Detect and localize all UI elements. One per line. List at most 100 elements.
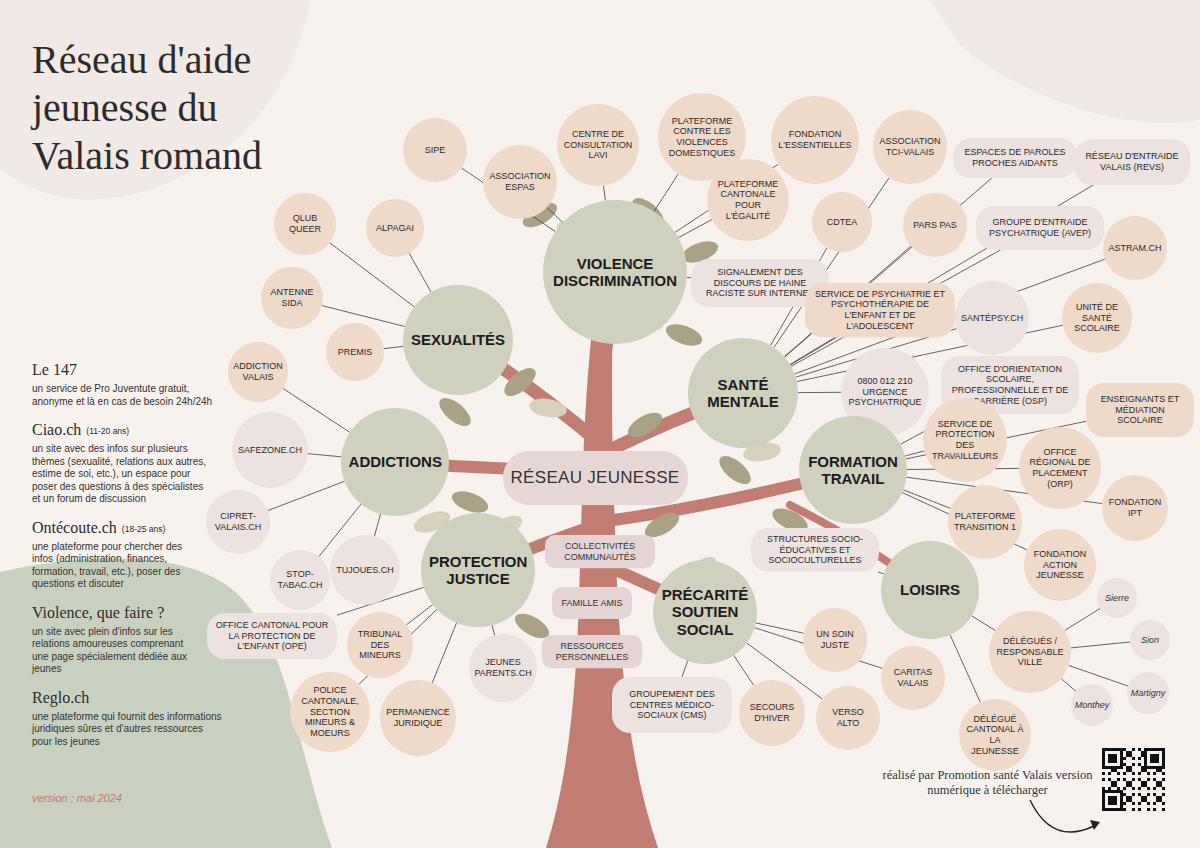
- qr-cell: [1102, 760, 1105, 763]
- network-box: RÉSEAU JEUNESSE: [503, 451, 688, 505]
- node-text: TRIBUNAL DES MINEURS: [352, 629, 407, 661]
- qr-cell: [1108, 790, 1111, 793]
- service-circle: PLATEFORME TRANSITION 1: [948, 485, 1022, 559]
- circle-shape: [403, 118, 467, 182]
- service-pill: ENSEIGNANTS ET MÉDIATION SCOLAIRE: [1086, 383, 1194, 437]
- qr-cell: [1156, 748, 1159, 751]
- qr-cell: [1132, 763, 1135, 766]
- hub-circle: PRÉCARITÉ SOUTIEN SOCIAL: [653, 560, 757, 664]
- qr-cell: [1129, 769, 1132, 772]
- service-circle: PERMANENCE JURIDIQUE: [380, 680, 456, 756]
- qr-cell: [1144, 760, 1147, 763]
- label-text: Violence, que faire ?: [32, 603, 164, 623]
- connector-line: [678, 220, 712, 238]
- qr-cell: [1147, 787, 1150, 790]
- qr-cell: [1111, 757, 1114, 760]
- qr-cell: [1156, 754, 1159, 757]
- node-text: JEUNES PARENTS.CH: [474, 657, 531, 678]
- service-pill: OFFICE CANTONAL POUR LA PROTECTION DE L'…: [207, 613, 337, 659]
- town-circle: Sion: [1130, 620, 1170, 660]
- qr-cell: [1105, 748, 1108, 751]
- qr-cell: [1117, 748, 1120, 751]
- service-circle: FONDATION IPT: [1102, 475, 1168, 541]
- node-text: FORMATION TRAVAIL: [807, 453, 900, 488]
- circle-shape: [881, 646, 945, 710]
- label-text: un site avec des infos sur plusieurs thè…: [32, 443, 208, 506]
- qr-cell: [1111, 760, 1114, 763]
- qr-cell: [1123, 793, 1126, 796]
- qr-cell: [1111, 808, 1114, 811]
- circle-shape: [326, 323, 384, 381]
- pill-shape: [805, 283, 955, 337]
- qr-cell: [1126, 754, 1129, 757]
- qr-cell: [1129, 799, 1132, 802]
- qr-cell: [1138, 748, 1141, 751]
- qr-cell: [1102, 790, 1105, 793]
- service-circle: PLATEFORME CANTONALE POUR L'ÉGALITÉ: [707, 159, 789, 241]
- circle-shape: [341, 408, 449, 516]
- service-circle: TRIBUNAL DES MINEURS: [347, 612, 413, 678]
- node-text: UNITÉ DE SANTÉ SCOLAIRE: [1068, 302, 1127, 334]
- qr-cell: [1138, 772, 1141, 775]
- circle-shape: [1024, 529, 1096, 601]
- qr-cell: [1153, 748, 1156, 751]
- qr-cell: [1123, 802, 1126, 805]
- node-text: PRÉCARITÉ SOUTIEN SOCIAL: [660, 586, 749, 638]
- qr-cell: [1129, 754, 1132, 757]
- qr-cell: [1126, 796, 1129, 799]
- qr-cell: [1162, 751, 1165, 754]
- connector-line: [432, 623, 456, 683]
- node-text: PREMIS: [331, 347, 380, 358]
- qr-cell: [1132, 757, 1135, 760]
- node-text: DÉLÉGUÉ CANTONAL À LA JEUNESSE: [965, 714, 1025, 756]
- service-circle: SECOURS D'HIVER: [739, 680, 805, 746]
- circle-shape: [1130, 620, 1170, 660]
- qr-cell: [1120, 760, 1123, 763]
- label-text: un service de Pro Juventute gratuit, ano…: [32, 383, 227, 408]
- circle-shape: [816, 686, 880, 750]
- label-text: (18-25 ans): [122, 524, 165, 534]
- circle-shape: [366, 199, 424, 257]
- node-text: RÉSEAU JEUNESSE: [511, 468, 680, 488]
- qr-cell: [1162, 802, 1165, 805]
- qr-cell: [1144, 796, 1147, 799]
- circle-shape: [290, 672, 370, 752]
- circle-shape: [881, 541, 979, 639]
- circle-shape: [557, 104, 639, 186]
- qr-cell: [1132, 778, 1135, 781]
- qr-cell: [1117, 787, 1120, 790]
- pill-shape: [751, 528, 879, 572]
- qr-cell: [1111, 748, 1114, 751]
- node-text: ALPAGAI: [371, 223, 420, 234]
- qr-cell: [1120, 805, 1123, 808]
- qr-cell: [1153, 772, 1156, 775]
- label-text: Ciao.ch: [32, 420, 81, 440]
- service-circle: ASSOCIATION ESPAS: [483, 145, 557, 219]
- qr-cell: [1156, 769, 1159, 772]
- qr-cell: [1162, 766, 1165, 769]
- qr-cell: [1159, 784, 1162, 787]
- qr-cell: [1159, 748, 1162, 751]
- node-text: VIOLENCE DISCRIMINATION: [553, 255, 677, 290]
- node-text: ENSEIGNANTS ET MÉDIATION SCOLAIRE: [1094, 394, 1186, 426]
- circle-shape: [873, 110, 947, 184]
- circle-shape: [543, 200, 687, 344]
- circle-shape: [270, 550, 330, 610]
- node-text: VERSO ALTO: [821, 707, 875, 728]
- qr-cell: [1111, 784, 1114, 787]
- ground-blob: [930, 0, 1200, 123]
- connector-line: [603, 186, 605, 201]
- service-circle: CENTRE DE CONSULTATION LAVI: [557, 104, 639, 186]
- label-text: une plateforme qui fournit des informati…: [32, 711, 222, 749]
- node-text: Sierre: [1100, 593, 1134, 604]
- qr-cell: [1129, 766, 1132, 769]
- leaf: [435, 393, 476, 431]
- connector-line: [905, 451, 924, 456]
- qr-cell: [1114, 802, 1117, 805]
- node-text: SIPE: [408, 145, 462, 156]
- qr-cell: [1147, 766, 1150, 769]
- service-circle: UN SOIN JUSTE: [803, 608, 867, 672]
- hub-circle: LOISIRS: [881, 541, 979, 639]
- node-text: Martigny: [1130, 688, 1165, 699]
- qr-cell: [1132, 802, 1135, 805]
